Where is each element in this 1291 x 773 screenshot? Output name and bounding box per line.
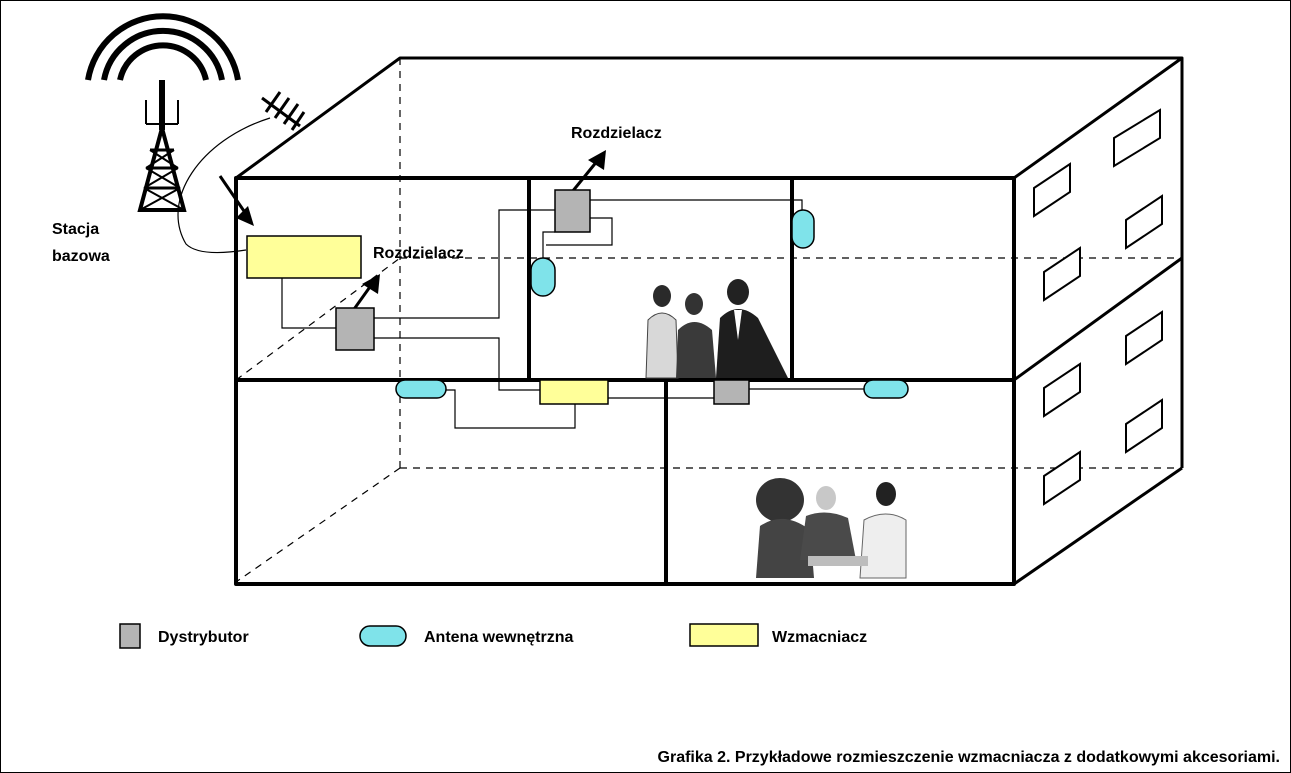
legend-antenna-swatch [359,625,407,647]
legend-amplifier-swatch [689,623,759,647]
amplifier-ground [539,379,609,405]
antenna-right-wall [791,209,815,249]
splitter-top [554,189,591,233]
radio-tower-icon [85,13,241,212]
splitter-left-label: Rozdzielacz [373,245,464,262]
meeting-people-photo [752,478,908,579]
legend: Dystrybutor Antena wewnętrzna Wzmacniacz [119,623,867,649]
feed-cable [177,117,271,254]
legend-antenna-label: Antena wewnętrzna [424,629,573,646]
legend-distributor-label: Dystrybutor [158,629,249,646]
splitter-top-label: Rozdzielacz [571,125,662,142]
arrows [218,150,606,313]
splitter-left [335,307,375,351]
yagi-antenna-icon [261,91,306,131]
side-windows [1033,108,1163,506]
distributor-ground [713,379,750,405]
building-outline [234,56,1184,586]
station-label-line1: Stacja [52,221,99,238]
legend-distributor-swatch [119,623,141,649]
antenna-ground-right [863,379,909,399]
station-label-line2: bazowa [52,248,110,265]
antenna-left-wall [530,257,556,297]
antenna-ground-left [395,379,447,399]
legend-amplifier-label: Wzmacniacz [772,629,867,646]
amplifier-top [246,235,362,279]
business-people-photo [640,278,788,379]
figure-caption: Grafika 2. Przykładowe rozmieszczenie wz… [658,749,1280,766]
